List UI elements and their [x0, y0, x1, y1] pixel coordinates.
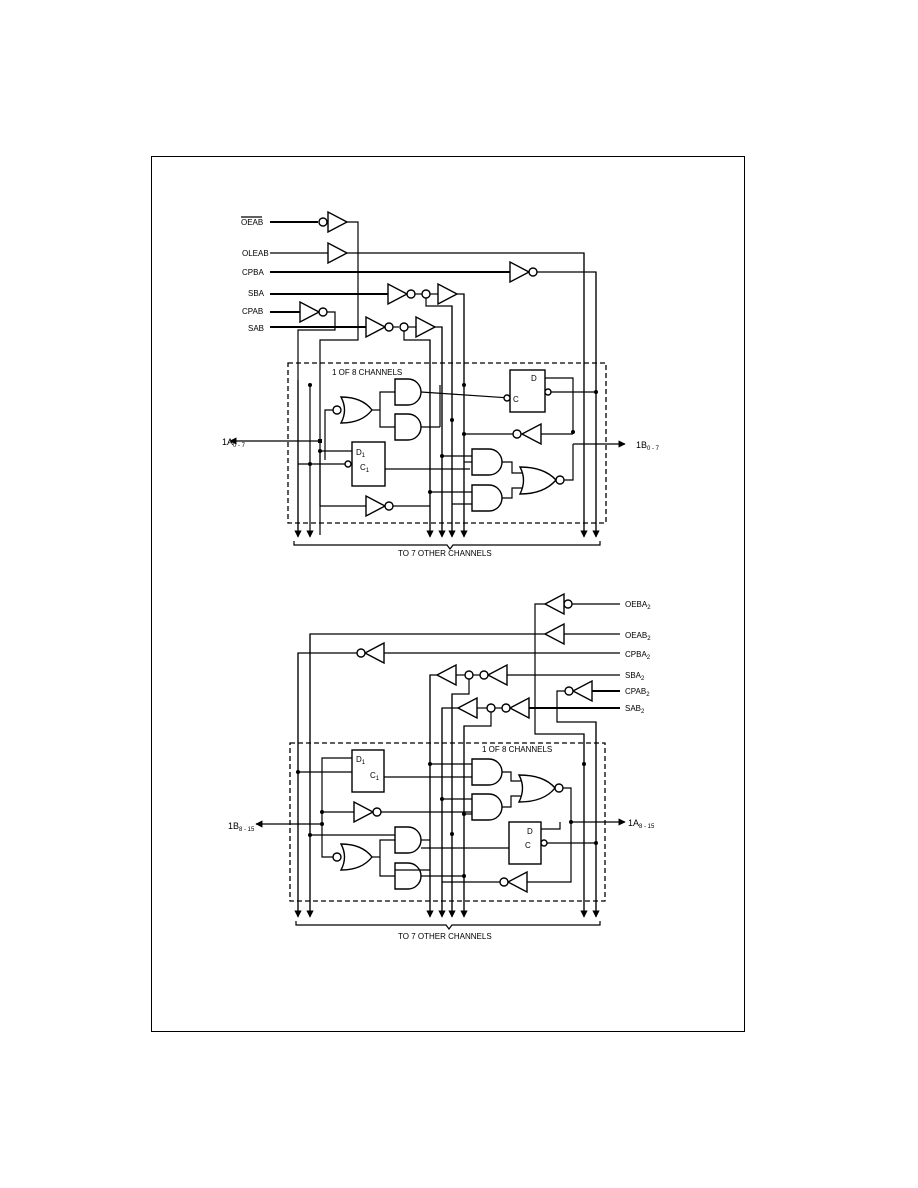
- port-b-label: 1B8 - 15: [228, 821, 255, 833]
- input-label-sba: SBA: [248, 289, 265, 298]
- register-b: [509, 369, 546, 413]
- and-gate: [394, 826, 422, 854]
- buffer-sab2-2: [456, 696, 478, 720]
- input-label-cpba: CPBA2: [625, 650, 651, 661]
- and-gate: [394, 413, 422, 441]
- and-gate: [394, 378, 422, 406]
- diagram-frame: [151, 156, 745, 1032]
- input-label-oeab: OEAB2: [625, 631, 651, 642]
- buffer-cpab2: [571, 679, 593, 703]
- reg-d-label: D: [531, 374, 537, 383]
- footer-label: TO 7 OTHER CHANNELS: [398, 932, 492, 941]
- and-gate: [471, 484, 503, 512]
- buffer-oeab: [327, 210, 349, 234]
- input-label-oeba: OEBA2: [625, 600, 651, 611]
- or-gate: [339, 396, 373, 424]
- ff-c-label: C1: [370, 771, 380, 782]
- buffer-cpba: [509, 260, 531, 284]
- input-label-oleab: OLEAB: [242, 249, 269, 258]
- channel-box: [287, 362, 607, 524]
- reg-d-label: D: [527, 827, 533, 836]
- buffer-sba2-2: [435, 663, 457, 687]
- buffer-b-feed: [353, 800, 375, 824]
- footer-label: TO 7 OTHER CHANNELS: [398, 549, 492, 558]
- ff-c-label: C1: [360, 463, 370, 474]
- input-label-sab: SAB2: [625, 704, 645, 715]
- buffer-oleab: [327, 241, 349, 265]
- and-gate: [471, 448, 503, 476]
- or-gate: [339, 843, 373, 871]
- buffer-sba: [387, 282, 409, 306]
- bottom-diagram: OEBA2 OEAB2 CPBA2 SBA2 CPAB2 SAB2: [228, 592, 655, 941]
- and-gate: [394, 862, 422, 890]
- and-gate: [471, 758, 503, 786]
- buffer-cpab: [299, 300, 321, 324]
- buffer-sba-2: [437, 282, 459, 306]
- or-gate: [517, 774, 556, 803]
- buffer-b-to-a: [520, 422, 542, 446]
- buffer-sba2: [486, 663, 508, 687]
- wire: [420, 391, 511, 399]
- register-b: [351, 749, 385, 793]
- register-a: [351, 441, 386, 487]
- port-a-label: 1A0 - 7: [222, 437, 246, 449]
- or-gate: [518, 466, 557, 495]
- port-a-label: 1A8 - 15: [628, 818, 655, 830]
- input-label-sab: SAB: [248, 324, 264, 333]
- reg-c-label: C: [513, 395, 519, 404]
- buffer-oeba: [543, 592, 565, 616]
- buffer-sab2: [508, 696, 530, 720]
- buffer-a-to-b: [506, 870, 528, 894]
- buffer-sab: [365, 315, 387, 339]
- input-label-sba: SBA2: [625, 671, 645, 682]
- input-label-cpba: CPBA: [242, 268, 264, 277]
- input-label-oeab: OEAB: [241, 218, 263, 227]
- channel-box: [289, 742, 606, 902]
- and-gate: [471, 793, 503, 821]
- port-b-label: 1B0 - 7: [636, 440, 660, 452]
- register-a: [508, 821, 542, 865]
- channel-brace: [295, 921, 601, 930]
- channel-label: 1 OF 8 CHANNELS: [332, 368, 402, 377]
- ff-d-label: D1: [356, 755, 366, 766]
- ff-d-label: D1: [356, 448, 366, 459]
- buffer-oeab2: [543, 622, 565, 646]
- channel-label: 1 OF 8 CHANNELS: [482, 745, 552, 754]
- reg-c-label: C: [525, 841, 531, 850]
- buffer-sab-2: [415, 315, 437, 339]
- top-diagram: OEAB OLEAB CPBA SBA CPAB SAB: [222, 210, 660, 558]
- input-label-cpab: CPAB2: [625, 687, 650, 698]
- input-label-cpab: CPAB: [242, 307, 263, 316]
- buffer-a-feed: [365, 494, 387, 518]
- buffer-cpba2: [363, 641, 385, 665]
- channel-brace: [293, 541, 601, 550]
